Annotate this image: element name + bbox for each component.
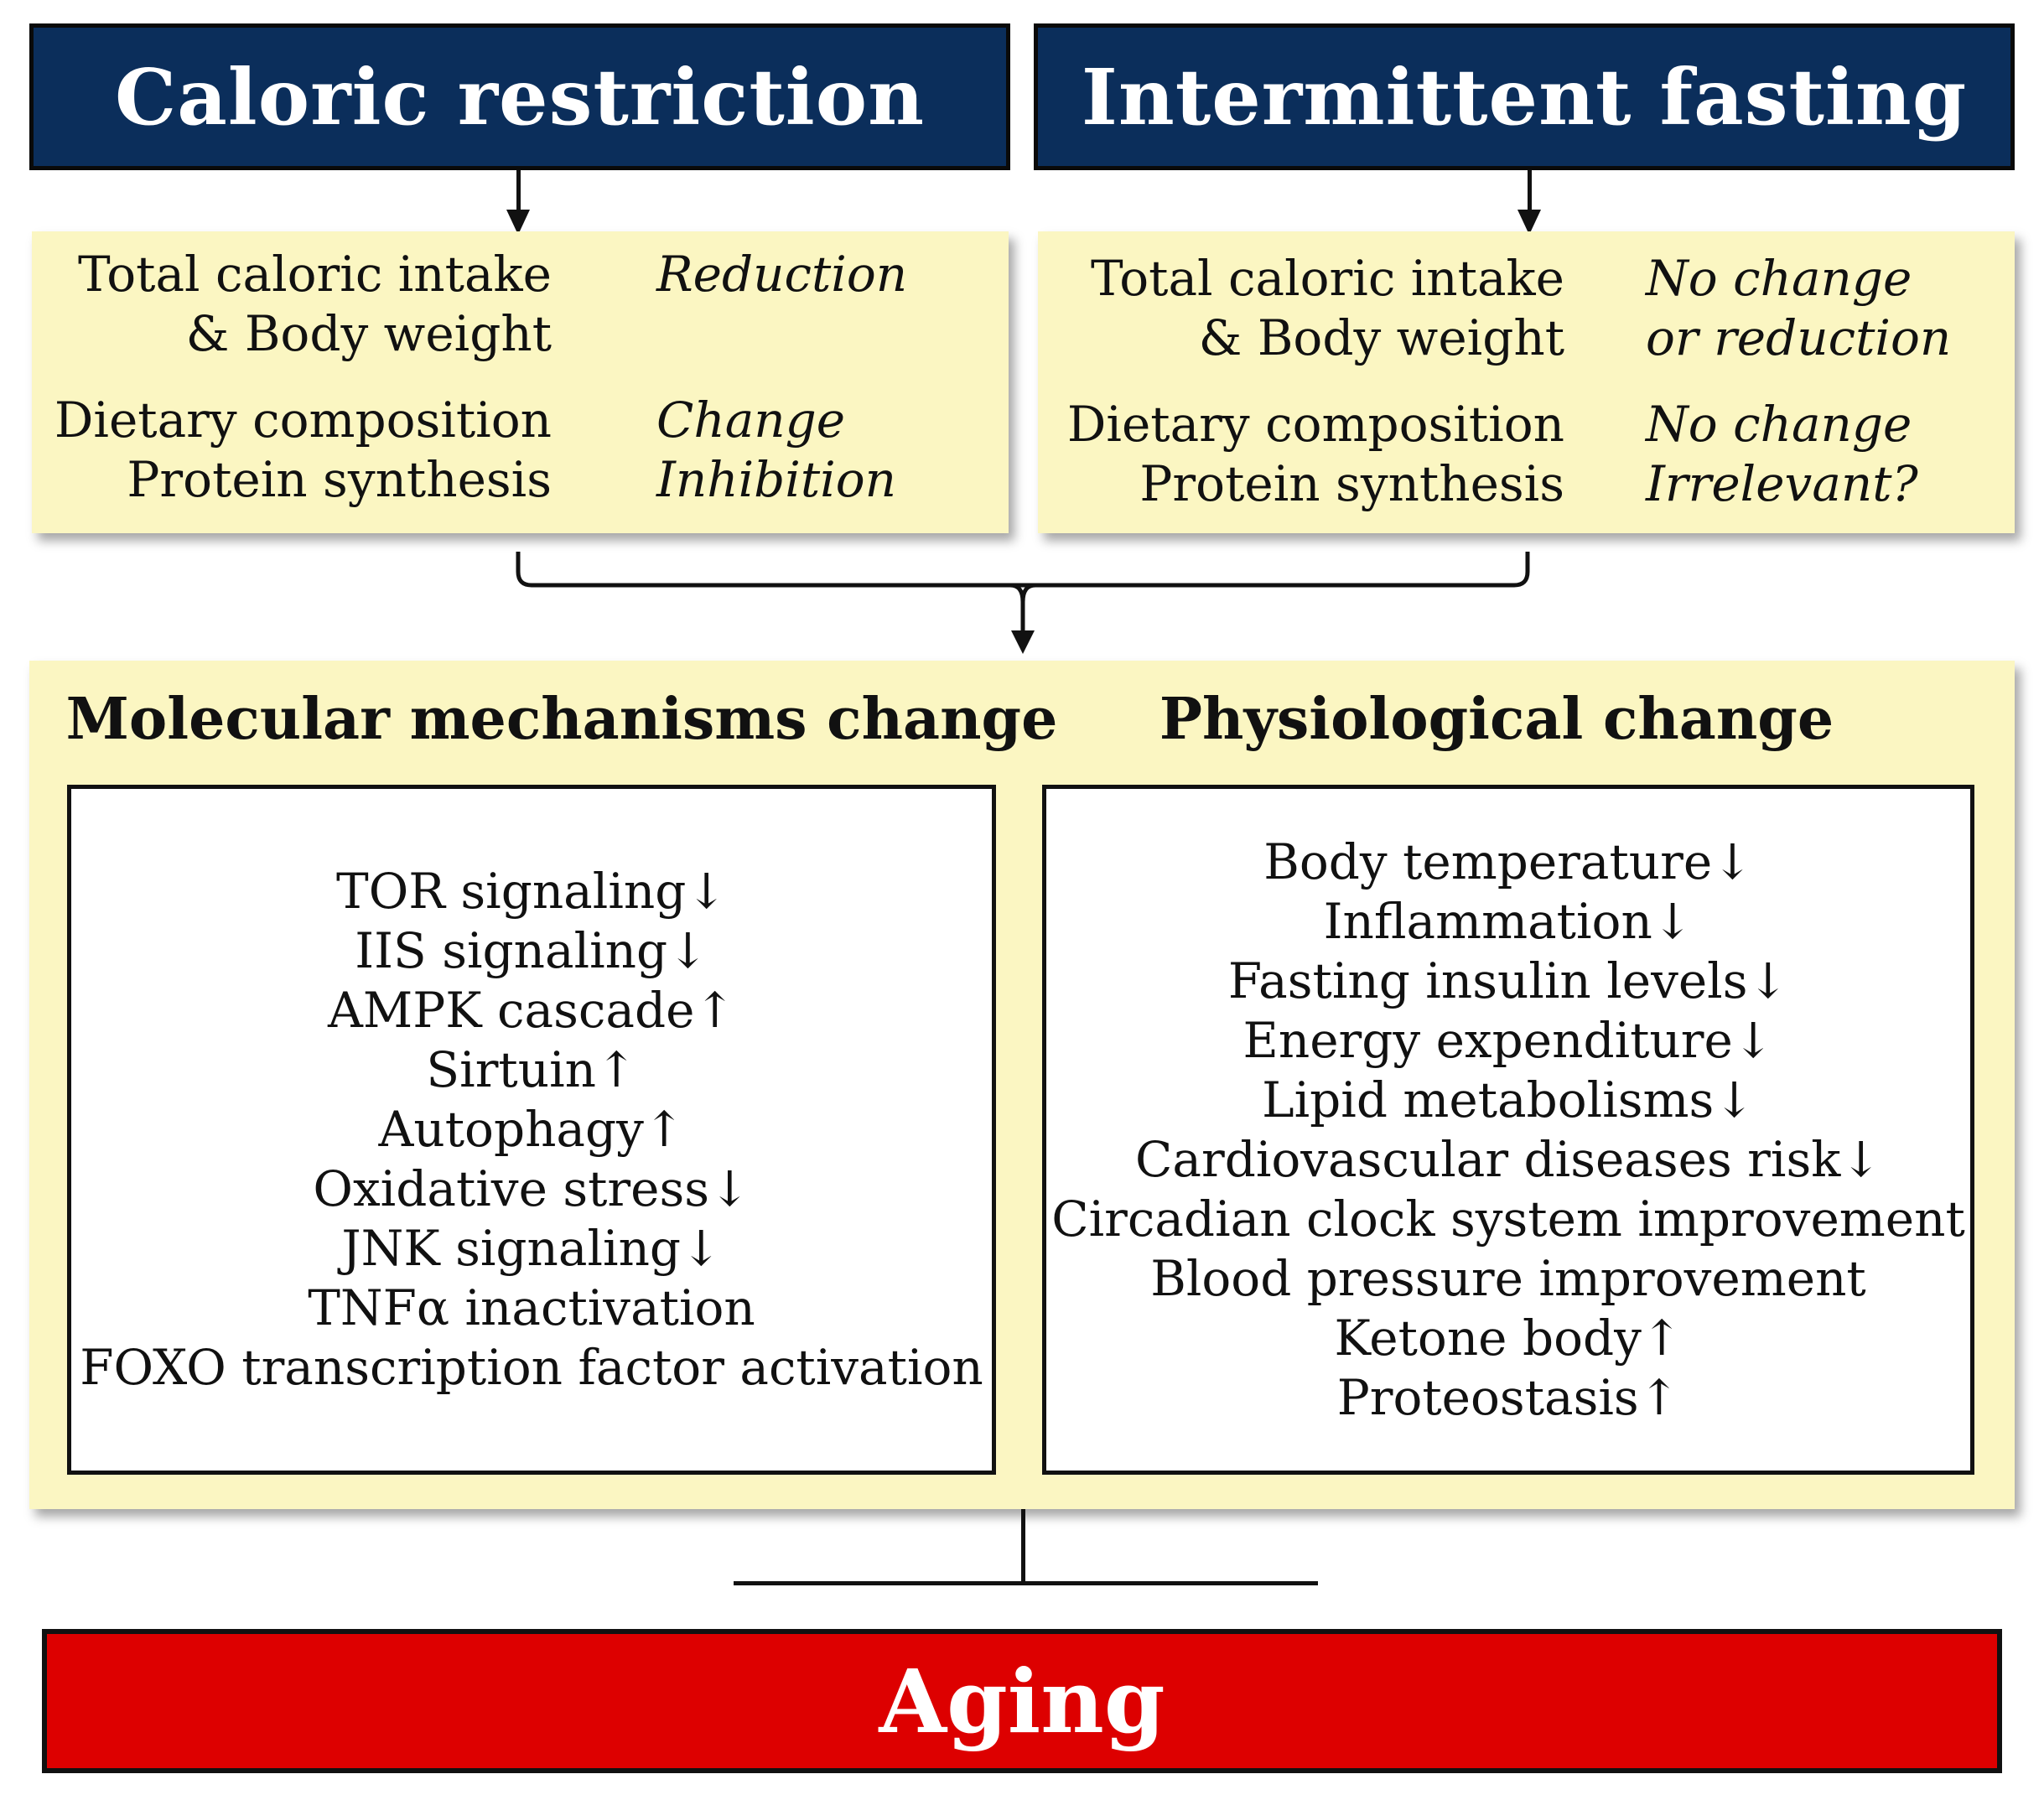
molecular-list: TOR signaling↓IIS signaling↓AMPK cascade… [80,862,983,1398]
physiological-list: Body temperature↓Inflammation↓Fasting in… [1051,833,1965,1428]
if-intake-value: No change or reduction [1646,250,1952,366]
physiological-change-item: Inflammation↓ [1323,892,1694,950]
molecular-change-item: Oxidative stress↓ [313,1160,750,1217]
if-intake-label: Total caloric intake & Body weight [1091,250,1564,366]
aging-connector-vertical [1021,1509,1025,1585]
physiological-change-item: Ketone body↑ [1334,1309,1683,1367]
physiological-change-item: Blood pressure improvement [1150,1249,1866,1307]
caloric-restriction-header: Caloric restriction [29,23,1010,170]
physiological-change-item: Fasting insulin levels↓ [1227,952,1789,1009]
physiological-change-item: Proteostasis↑ [1336,1368,1680,1426]
molecular-mechanisms-box: TOR signaling↓IIS signaling↓AMPK cascade… [67,785,996,1475]
molecular-change-item: IIS signaling↓ [355,922,708,979]
physiological-section-title: Physiological change [1159,686,1834,753]
intermittent-fasting-header: Intermittent fasting [1034,23,2015,170]
right-header-arrowhead [1517,210,1541,235]
cr-intake-label: Total caloric intake & Body weight [78,246,552,362]
left-header-arrowhead [506,210,530,235]
intermittent-fasting-panel: Total caloric intake & Body weight No ch… [1038,231,2015,533]
if-diet-label: Dietary composition Protein synthesis [1066,396,1564,512]
aging-connector-horizontal [734,1581,1318,1585]
physiological-changes-box: Body temperature↓Inflammation↓Fasting in… [1042,785,1974,1475]
intermittent-fasting-title: Intermittent fasting [1081,51,1968,143]
caloric-restriction-panel: Total caloric intake & Body weight Reduc… [32,231,1009,533]
physiological-change-item: Energy expenditure↓ [1242,1011,1774,1069]
cr-intake-value: Reduction [656,246,908,303]
aging-label: Aging [879,1649,1165,1753]
right-header-connector [1528,170,1532,212]
left-header-connector [516,170,521,212]
merge-bracket [516,552,1530,654]
molecular-change-item: TOR signaling↓ [336,863,727,920]
physiological-change-item: Lipid metabolisms↓ [1262,1071,1755,1128]
molecular-change-item: AMPK cascade↑ [327,982,735,1039]
aging-box: Aging [42,1629,2002,1773]
physiological-change-item: Cardiovascular diseases risk↓ [1135,1130,1881,1188]
molecular-change-item: JNK signaling↓ [341,1220,722,1277]
physiological-change-item: Circadian clock system improvement [1051,1190,1965,1248]
physiological-change-item: Body temperature↓ [1263,833,1753,890]
molecular-section-title: Molecular mechanisms change [65,686,1058,753]
cr-diet-value: Change Inhibition [656,392,896,508]
molecular-change-item: Autophagy↑ [378,1101,685,1158]
caloric-restriction-title: Caloric restriction [114,51,926,143]
changes-panel: Molecular mechanisms change Physiologica… [29,661,2015,1509]
molecular-change-item: TNFα inactivation [308,1279,755,1336]
molecular-change-item: Sirtuin↑ [426,1041,637,1098]
if-diet-value: No change Irrelevant? [1646,396,1918,512]
cr-diet-label: Dietary composition Protein synthesis [54,392,552,508]
molecular-change-item: FOXO transcription factor activation [80,1339,983,1396]
